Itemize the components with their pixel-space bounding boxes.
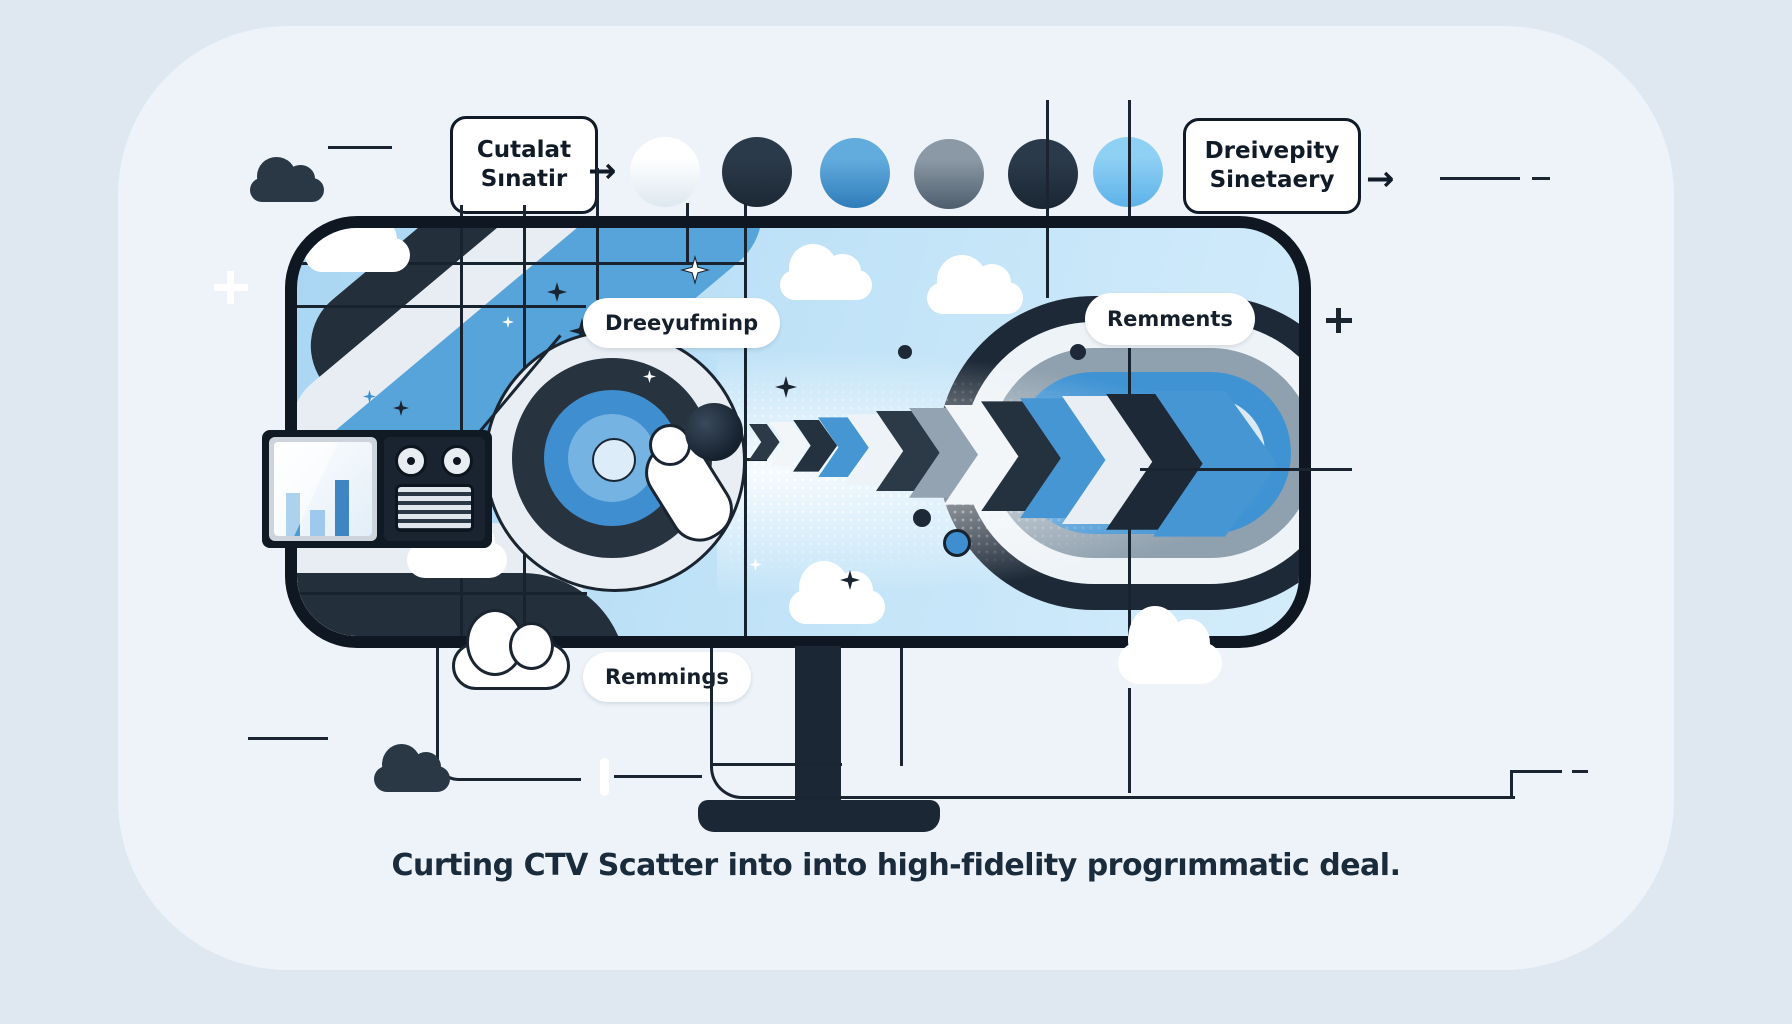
callout-top-left: Cutalat Sınatir xyxy=(450,116,598,214)
grid-line xyxy=(297,262,747,265)
scatter-dot xyxy=(1070,344,1086,360)
cloud-icon xyxy=(789,560,885,624)
scatter-dot xyxy=(898,345,912,359)
dash-line-short xyxy=(1532,177,1550,180)
connector-line xyxy=(1510,770,1562,773)
swatch-dot-navy-2 xyxy=(1008,139,1078,209)
bar-chart-bar xyxy=(334,479,350,536)
right-arrow-icon-2: → xyxy=(1366,159,1395,199)
dash-line-short xyxy=(1572,770,1588,773)
tv-screen xyxy=(274,442,372,536)
dark-cloud-icon xyxy=(250,157,324,202)
plus-icon xyxy=(1336,308,1341,333)
retro-tv xyxy=(262,430,492,548)
grid-line xyxy=(297,592,587,595)
scatter-dot xyxy=(913,509,931,527)
cloud-icon xyxy=(927,254,1023,314)
monitor-stand-base xyxy=(698,800,940,832)
tv-speaker-panel xyxy=(383,437,485,541)
connector-line xyxy=(1128,688,1131,793)
callout-top-right: Dreivepity Sinetaery xyxy=(1183,118,1361,214)
dark-cloud-icon xyxy=(374,743,450,792)
callout-top-right-line2: Sinetaery xyxy=(1209,167,1335,193)
monitor-screen: Dreeyufminp Remments xyxy=(297,228,1299,636)
swatch-dot-navy xyxy=(722,137,792,207)
connector-line xyxy=(900,648,903,766)
callout-top-left-line1: Cutalat xyxy=(476,137,572,164)
grid-line xyxy=(297,305,586,308)
chevron-arrow-icon xyxy=(749,424,780,460)
plus-icon xyxy=(227,271,234,304)
dash-line-long xyxy=(1440,177,1520,180)
callout-top-right-line1: Dreivepity xyxy=(1204,138,1340,165)
tv-screen-bezel xyxy=(269,437,377,541)
speaker-grill-icon xyxy=(394,484,475,532)
connector-line xyxy=(1128,100,1131,296)
connector-line xyxy=(1510,770,1513,796)
connector-elbow xyxy=(710,648,1515,799)
pill-top-right: Remments xyxy=(1085,293,1255,345)
monitor-stand-neck xyxy=(795,646,841,806)
joystick-ball-icon xyxy=(685,403,743,461)
knob-icon xyxy=(395,445,428,477)
connector-line xyxy=(686,203,689,219)
cloud-icon xyxy=(780,244,872,300)
tv-knobs xyxy=(395,445,474,477)
swatch-dot-white xyxy=(630,137,700,207)
bar-chart-bar xyxy=(310,509,325,536)
connector-line xyxy=(1046,100,1049,220)
connector-line xyxy=(614,775,702,778)
connector-line xyxy=(744,203,747,219)
connector-line xyxy=(712,763,842,766)
cloud-icon xyxy=(1118,605,1222,684)
line-break-tick xyxy=(600,758,609,796)
connector-line xyxy=(460,205,463,219)
caption-text: Curting CTV Scatter into into high-fidel… xyxy=(391,848,1401,883)
callout-top-left-line2: Sınatir xyxy=(480,166,568,192)
grid-line xyxy=(744,228,747,636)
pill-top-left: Dreeyufminp xyxy=(583,298,781,348)
crosshair-line xyxy=(1140,468,1352,471)
grid-line xyxy=(1046,228,1049,298)
connector-elbow xyxy=(436,648,581,781)
left-tick-line xyxy=(328,146,392,149)
right-arrow-icon: → xyxy=(588,151,617,191)
target-center xyxy=(592,438,636,482)
screen-gloss xyxy=(274,442,343,536)
swatch-dot-blue xyxy=(820,138,890,208)
connector-line xyxy=(248,737,328,740)
knob-icon xyxy=(441,445,474,477)
connector-line xyxy=(523,205,526,219)
cloud-icon xyxy=(305,228,410,272)
scatter-dot-blue xyxy=(943,529,971,557)
chevron-stream xyxy=(297,228,1299,636)
swatch-dot-gray xyxy=(914,139,984,209)
grid-line xyxy=(686,228,689,264)
